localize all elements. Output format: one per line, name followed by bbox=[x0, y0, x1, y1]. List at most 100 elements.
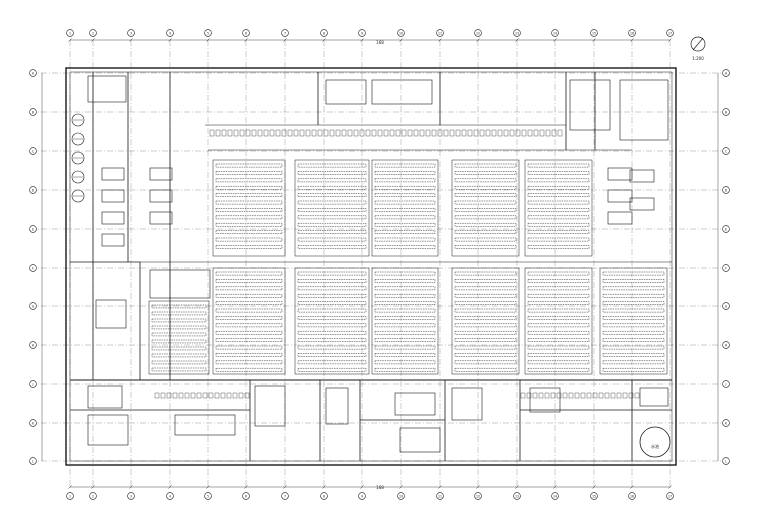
rack-row bbox=[527, 222, 590, 227]
axis-bubble bbox=[281, 29, 289, 37]
rack-row bbox=[454, 338, 517, 342]
rack-row bbox=[374, 222, 436, 227]
equipment-unit bbox=[101, 233, 125, 247]
axis-bubble-label: 16 bbox=[630, 31, 634, 35]
rack-row bbox=[215, 178, 283, 183]
shelf-cell bbox=[389, 129, 395, 137]
axis-bubble-label: 14 bbox=[553, 494, 557, 498]
rack-row bbox=[527, 200, 590, 205]
axis-bubble-label: C bbox=[32, 149, 35, 153]
office-room bbox=[371, 79, 433, 105]
dimension-tick bbox=[283, 38, 287, 42]
rack-row bbox=[297, 215, 367, 220]
shelf-cell bbox=[202, 392, 208, 399]
shelf-cell bbox=[226, 392, 232, 399]
rack-bay bbox=[148, 300, 210, 375]
dimension-tick bbox=[244, 38, 248, 42]
axis-bubble bbox=[89, 29, 97, 37]
shelf-cell bbox=[592, 392, 598, 399]
rack-row bbox=[454, 271, 517, 276]
rack-row bbox=[374, 279, 436, 283]
shelf-cell bbox=[443, 129, 449, 137]
shelf-cell bbox=[544, 392, 550, 399]
shelf-cell bbox=[257, 129, 263, 137]
axis-bubble-label: 7 bbox=[284, 31, 286, 35]
rack-row bbox=[454, 193, 517, 197]
tank-label: 水池 bbox=[651, 443, 659, 449]
rack-row bbox=[527, 360, 590, 365]
axis-bubble-label: D bbox=[32, 188, 35, 192]
office-room bbox=[87, 75, 127, 103]
pump-icon bbox=[71, 113, 85, 127]
storage-rack-blocks bbox=[148, 159, 668, 375]
axis-bubble-label: J bbox=[32, 382, 34, 386]
rack-row bbox=[374, 271, 436, 276]
rack-row bbox=[527, 178, 590, 183]
rack-bay bbox=[524, 159, 593, 257]
rack-row bbox=[215, 293, 283, 298]
axis-bubble-label: 6 bbox=[245, 31, 247, 35]
stair-core bbox=[95, 299, 127, 329]
shelf-cell bbox=[503, 129, 509, 137]
axis-bubble-label: 10 bbox=[399, 31, 403, 35]
rack-row bbox=[374, 367, 436, 372]
shelf-cell bbox=[359, 129, 365, 137]
rack-bay bbox=[212, 159, 286, 257]
axis-bubble-label: 13 bbox=[515, 494, 519, 498]
axis-bubble-label: 7 bbox=[284, 494, 286, 498]
rack-row bbox=[454, 245, 517, 249]
shelf-cell bbox=[166, 392, 172, 399]
shelf-cell bbox=[172, 392, 178, 399]
equipment-unit bbox=[607, 211, 633, 225]
rack-row bbox=[215, 237, 283, 242]
rack-row bbox=[602, 271, 665, 276]
shelf-cell bbox=[551, 129, 557, 137]
rack-bay bbox=[371, 267, 439, 375]
rack-row bbox=[602, 360, 665, 365]
rack-row bbox=[297, 200, 367, 205]
shelf-cell bbox=[527, 129, 533, 137]
axis-bubble-label: G bbox=[32, 304, 35, 308]
axis-bubble bbox=[722, 186, 730, 194]
rack-row bbox=[602, 345, 665, 350]
shelf-cell bbox=[196, 392, 202, 399]
rack-row bbox=[454, 279, 517, 283]
office-room bbox=[639, 387, 669, 407]
equipment-unit bbox=[101, 189, 125, 203]
bottom-dimension-label: 168 bbox=[376, 485, 384, 490]
equipment-unit bbox=[101, 211, 125, 225]
dimension-tick bbox=[168, 38, 172, 42]
rack-bay bbox=[451, 267, 520, 375]
axis-bubble bbox=[722, 457, 730, 465]
axis-bubble-label: G bbox=[725, 304, 728, 308]
rack-row bbox=[454, 200, 517, 205]
rack-row bbox=[374, 215, 436, 220]
rack-row bbox=[297, 286, 367, 291]
rack-row bbox=[215, 193, 283, 197]
shelf-cell bbox=[395, 129, 401, 137]
rack-row bbox=[297, 367, 367, 372]
rack-row bbox=[602, 293, 665, 298]
axis-bubble bbox=[204, 492, 212, 500]
shelf-cell bbox=[227, 129, 233, 137]
rack-row bbox=[527, 245, 590, 249]
axis-bubble-label: B bbox=[32, 110, 34, 114]
rack-row bbox=[374, 163, 436, 168]
rack-row bbox=[454, 367, 517, 372]
office-room bbox=[619, 79, 669, 141]
shelf-cell bbox=[154, 392, 160, 399]
rack-row bbox=[527, 171, 590, 175]
rack-row bbox=[297, 230, 367, 234]
axis-bubble-label: E bbox=[32, 227, 34, 231]
rack-row bbox=[454, 345, 517, 350]
rack-row bbox=[602, 323, 665, 328]
axis-bubble bbox=[513, 29, 521, 37]
rack-row bbox=[215, 360, 283, 365]
axis-bubble-label: 6 bbox=[245, 494, 247, 498]
axis-bubble bbox=[397, 492, 405, 500]
shelf-cell bbox=[532, 392, 538, 399]
equipment-unit bbox=[149, 167, 173, 181]
rack-row bbox=[215, 215, 283, 220]
rack-row bbox=[602, 353, 665, 357]
axis-bubble-label: 12 bbox=[476, 494, 480, 498]
